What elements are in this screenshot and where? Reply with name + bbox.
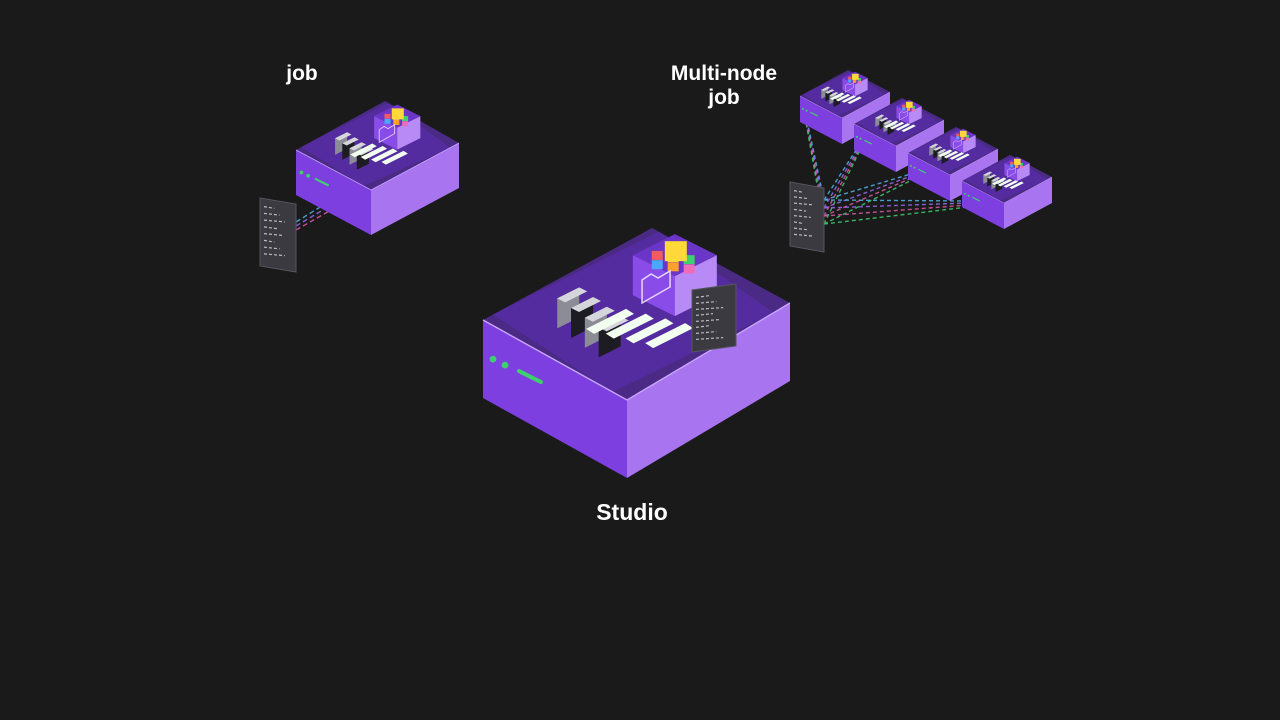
- folder-icon: [641, 269, 671, 305]
- folder-icon: [898, 110, 908, 121]
- color-cube-icon: [374, 104, 421, 150]
- studio-label: Studio: [596, 499, 668, 525]
- folder-icon: [844, 82, 854, 93]
- log-panel-icon: [691, 283, 737, 353]
- folder-icon: [1006, 167, 1016, 178]
- studio-box-icon: [482, 228, 791, 478]
- log-panels: [259, 181, 825, 273]
- multi-node-job-label: Multi-node job: [670, 62, 778, 109]
- job-label: job: [286, 62, 318, 85]
- color-cube-icon: [950, 128, 976, 154]
- machine-boxes: [295, 70, 1053, 478]
- job-box-icon: [295, 101, 460, 235]
- color-cube-icon: [896, 99, 922, 125]
- color-cube-icon: [1004, 156, 1030, 182]
- folder-icon: [378, 124, 396, 144]
- color-cube-icon: [632, 234, 717, 317]
- color-cube-icon: [842, 71, 868, 97]
- multi-node-box-icon: [961, 155, 1053, 229]
- log-panel-icon: [259, 197, 297, 273]
- folder-icon: [952, 139, 962, 150]
- log-panel-icon: [789, 181, 825, 253]
